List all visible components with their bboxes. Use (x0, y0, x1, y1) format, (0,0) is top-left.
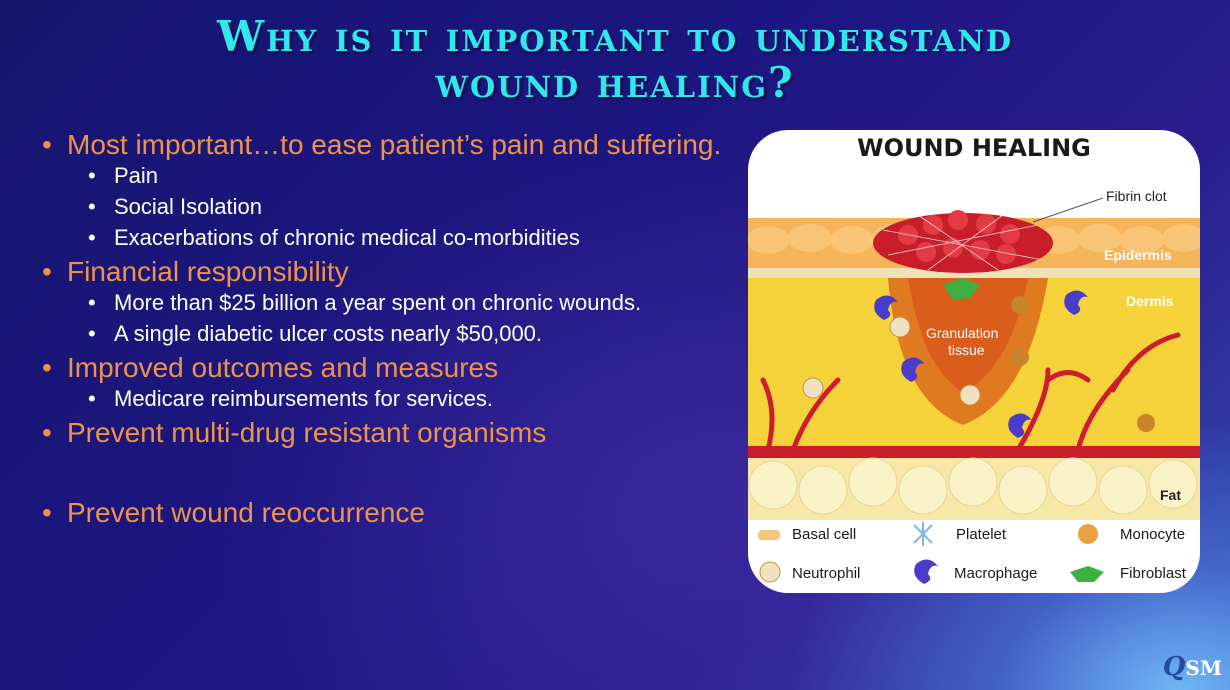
legend-platelet: Platelet (956, 526, 1007, 543)
bullet-outcomes: Improved outcomes and measures (42, 353, 742, 384)
logo-q: Q (1162, 652, 1186, 682)
sub-bullet-medicare: Medicare reimbursements for services. (42, 387, 742, 412)
bullet-financial: Financial responsibility (42, 257, 742, 288)
dermis-cells (802, 290, 1155, 438)
label-fat: Fat (1160, 487, 1181, 503)
slide-title: Why is it important to understand wound … (0, 14, 1230, 106)
vessel-horizontal (748, 446, 1200, 458)
blood-vessels (760, 332, 1181, 453)
bullet-mdro: Prevent multi-drug resistant organisms (42, 418, 742, 449)
sub-bullet-pain: Pain (42, 164, 742, 189)
platelet-icon (913, 522, 933, 546)
label-granulation: Granulation (926, 325, 999, 341)
legend-icons (758, 522, 1104, 584)
legend-basal-cell: Basal cell (792, 526, 857, 543)
bullet-list: Most important…to ease patient’s pain an… (42, 130, 742, 532)
figure-title: WOUND HEALING (857, 134, 1091, 162)
label-epidermis: Epidermis (1104, 247, 1172, 263)
logo-text: SM (1185, 656, 1222, 680)
label-tissue: tissue (948, 342, 985, 358)
wound-healing-figure: WOUND HEALING (748, 130, 1200, 593)
fibroblast-cell (943, 278, 980, 300)
label-dermis: Dermis (1126, 293, 1174, 309)
legend-neutrophil: Neutrophil (792, 565, 861, 582)
macrophage-icon (914, 559, 938, 584)
fibroblast-icon (1070, 566, 1104, 582)
neutrophil-icon (759, 561, 781, 583)
qsm-logo: QSM (1163, 652, 1222, 682)
monocyte-icon (1078, 524, 1098, 544)
label-fibrin-clot: Fibrin clot (1106, 188, 1167, 204)
sub-bullet-exacerbations: Exacerbations of chronic medical co-morb… (42, 226, 742, 251)
title-line-2: wound healing? (435, 58, 795, 107)
wound-diagram (748, 197, 1200, 584)
fat-cells (748, 457, 1198, 515)
bullet-pain-suffering: Most important…to ease patient’s pain an… (42, 130, 742, 161)
basal-cell-row (748, 268, 1200, 278)
legend-fibroblast: Fibroblast (1120, 565, 1186, 582)
sub-bullet-diabetic-ulcer: A single diabetic ulcer costs nearly $50… (42, 322, 742, 347)
title-line-1: Why is it important to understand (216, 12, 1014, 61)
legend-monocyte: Monocyte (1120, 526, 1186, 543)
sub-bullet-social-isolation: Social Isolation (42, 195, 742, 220)
bullet-reoccurrence: Prevent wound reoccurrence (42, 498, 742, 529)
basal-cell-icon (758, 530, 780, 540)
legend-macrophage: Macrophage (954, 565, 1038, 582)
sub-bullet-25-billion: More than $25 billion a year spent on ch… (42, 291, 742, 316)
